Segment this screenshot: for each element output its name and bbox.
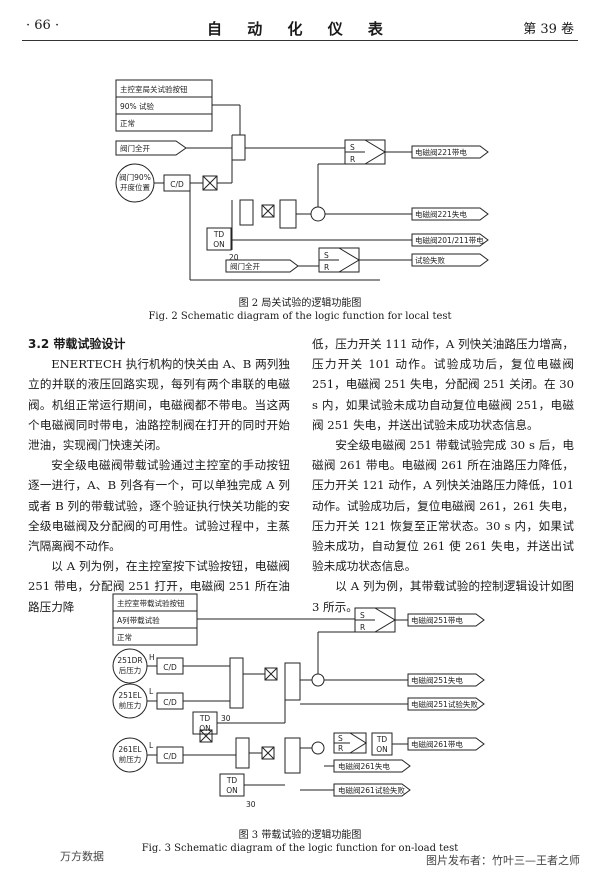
svg-text:ON: ON [199,724,211,733]
fig3-out-2: 电磁阀251失电 [411,675,463,685]
svg-text:R: R [350,155,355,164]
fig3-input-2: A列带载试验 [117,615,160,625]
svg-text:C/D: C/D [163,698,177,707]
svg-text:261EL: 261EL [118,745,142,754]
fig2-out-4: 试验失败 [415,255,445,265]
figure-2-diagram: 主控室局关试验按钮 90% 试验 正常 阀门全开 阀门90% 开度位置 C/D … [115,79,489,281]
svg-text:C/D: C/D [163,663,177,672]
left-para-3: 以 A 列为例，在主控室按下试验按钮，电磁阀 251 带电，分配阀 251 打开… [28,559,290,614]
fig2-valve-open-2: 阀门全开 [230,261,260,271]
fig2-valve-pos-1: 阀门90% [119,173,151,182]
fig2-input-2: 90% 试验 [120,101,155,111]
svg-text:R: R [324,263,329,272]
svg-text:ON: ON [226,786,238,795]
header-rule [22,40,578,41]
svg-text:H: H [149,653,155,662]
fig2-out-2: 电磁阀221失电 [415,209,467,219]
fig2-input-1: 主控室局关试验按钮 [120,84,188,94]
svg-text:S: S [350,143,355,152]
fig2-input-3: 正常 [120,119,135,128]
svg-text:S: S [324,251,329,260]
footer-watermark-left: 万方数据 [60,850,104,863]
svg-text:前压力: 前压力 [119,754,142,764]
svg-text:TD: TD [199,714,211,723]
fig3-out-5: 电磁阀261失电 [338,761,390,771]
section-heading: 3.2 带载试验设计 [28,337,126,351]
fig2-td-box [206,227,232,251]
journal-title: 自 动 化 仪 表 [207,20,393,38]
left-para-1: ENERTECH 执行机构的快关由 A、B 两列独立的并联的液压回路实现，每列有… [28,357,290,453]
svg-text:S: S [338,734,343,743]
page-number: · 66 · [26,18,60,33]
svg-text:后压力: 后压力 [119,665,142,675]
svg-text:30: 30 [246,800,256,809]
svg-text:L: L [149,687,154,696]
right-para-2: 安全级电磁阀 251 带载试验完成 30 s 后，电磁阀 261 带电。电磁阀 … [312,438,574,574]
fig3-out-4: 电磁阀261带电 [411,739,463,749]
svg-text:S: S [360,611,365,620]
fig2-out-3: 电磁阀201/211带电 [415,235,484,245]
svg-text:30: 30 [221,714,231,723]
svg-text:TD: TD [376,735,388,744]
fig2-td-time: 20 [229,253,239,262]
figure-3-diagram: 主控室带载试验按钮 A列带载试验 正常 S R 电磁阀251带电 251DR 后… [112,593,485,809]
fig2-out-1: 电磁阀221带电 [415,147,467,157]
fig2-caption-cn: 图 2 局关试验的逻辑功能图 [238,298,362,309]
left-para-2: 安全级电磁阀带载试验通过主控室的手动按钮逐一进行，A、B 列各有一个，可以单独完… [28,458,290,554]
svg-text:ON: ON [376,745,388,754]
svg-text:C/D: C/D [163,752,177,761]
fig3-caption-cn: 图 3 带载试验的逻辑功能图 [238,830,362,841]
svg-text:251DR: 251DR [117,656,142,665]
right-para-3: 以 A 列为例，其带载试验的控制逻辑设计如图 3 所示。 [312,579,574,614]
svg-text:L: L [149,741,154,750]
svg-text:TD: TD [226,776,238,785]
right-column: 低，压力开关 111 动作，A 列快关油路压力增高，压力开关 101 动作。试验… [312,334,574,617]
footer-watermark-right: 图片发布者：竹叶三—王者之师 [426,854,580,867]
fig2-valve-open: 阀门全开 [120,143,150,153]
svg-text:251EL: 251EL [118,691,142,700]
left-column: 3.2 带载试验设计 ENERTECH 执行机构的快关由 A、B 两列独立的并联… [28,334,290,617]
svg-text:ON: ON [213,240,225,249]
fig2-cd-label: C/D [170,180,184,189]
right-para-1: 低，压力开关 111 动作，A 列快关油路压力增高，压力开关 101 动作。试验… [312,337,574,432]
volume-label: 第 39 卷 [523,22,574,37]
fig2-valve-pos-2: 开度位置 [120,182,150,192]
fig3-out-3: 电磁阀251试验失败 [411,699,478,709]
svg-text:前压力: 前压力 [119,700,142,710]
fig2-or-node [310,206,326,222]
fig3-input-3: 正常 [117,633,132,642]
fig3-caption-en: Fig. 3 Schematic diagram of the logic fu… [141,843,459,854]
fig3-out-1: 电磁阀251带电 [411,615,463,625]
fig3-input-1: 主控室带载试验按钮 [117,598,185,608]
fig2-caption-en: Fig. 2 Schematic diagram of the logic fu… [148,311,452,322]
svg-text:R: R [338,744,343,753]
svg-text:R: R [360,623,365,632]
fig3-out-6: 电磁阀261试验失败 [338,785,405,795]
svg-text:TD: TD [213,230,225,239]
